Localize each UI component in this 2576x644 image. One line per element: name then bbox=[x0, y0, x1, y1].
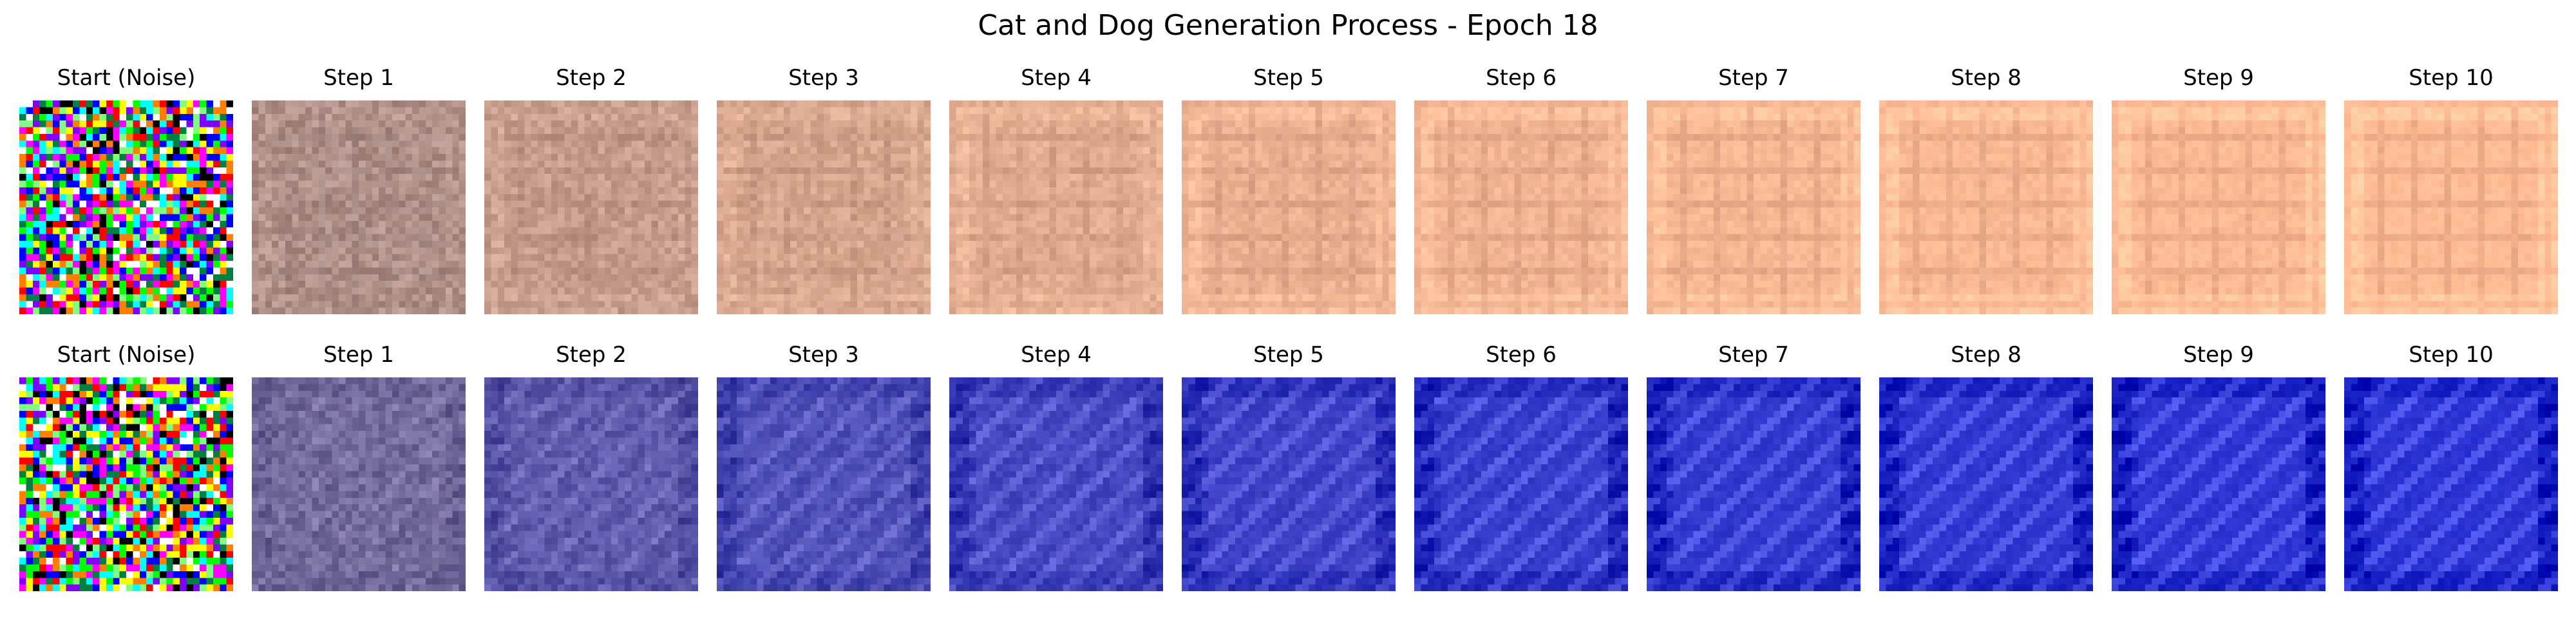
generated-image bbox=[2344, 100, 2558, 314]
generated-image bbox=[1879, 100, 2093, 314]
panel-dog-step-8: Step 8 bbox=[1879, 342, 2093, 591]
panel-cat-step-5: Step 5 bbox=[1182, 65, 1396, 314]
panel-dog-step-3: Step 3 bbox=[717, 342, 931, 591]
panel-cat-step-6: Step 6 bbox=[1414, 65, 1628, 314]
panel-label: Step 9 bbox=[2183, 65, 2254, 91]
panel-cat-step-10: Step 10 bbox=[2344, 65, 2558, 314]
panel-dog-step-9: Step 9 bbox=[2112, 342, 2325, 591]
generated-image bbox=[484, 100, 698, 314]
panel-label: Step 8 bbox=[1951, 65, 2022, 91]
panel-dog-step-1: Step 1 bbox=[252, 342, 466, 591]
panel-cat-step-4: Step 4 bbox=[949, 65, 1163, 314]
panel-cat-step-7: Step 7 bbox=[1647, 65, 1861, 314]
panel-label: Step 7 bbox=[1718, 65, 1789, 91]
panel-dog-step-6: Step 6 bbox=[1414, 342, 1628, 591]
panel-label: Step 4 bbox=[1021, 65, 1092, 91]
generated-image bbox=[717, 377, 931, 591]
panel-label: Start (Noise) bbox=[57, 342, 196, 368]
panel-dog-step-10: Step 10 bbox=[2344, 342, 2558, 591]
panel-dog-step-2: Step 2 bbox=[484, 342, 698, 591]
generated-image bbox=[1414, 377, 1628, 591]
generated-image bbox=[1647, 377, 1861, 591]
panel-label: Step 3 bbox=[788, 65, 859, 91]
panel-dog-step-4: Step 4 bbox=[949, 342, 1163, 591]
figure-title: Cat and Dog Generation Process - Epoch 1… bbox=[978, 9, 1598, 42]
panel-label: Step 3 bbox=[788, 342, 859, 368]
generated-image bbox=[2112, 100, 2325, 314]
panel-label: Step 5 bbox=[1253, 342, 1324, 368]
generated-image bbox=[1182, 377, 1396, 591]
panel-label: Step 5 bbox=[1253, 65, 1324, 91]
panel-cat-step-1: Step 1 bbox=[252, 65, 466, 314]
panel-label: Step 1 bbox=[323, 65, 394, 91]
panel-cat-step-8: Step 8 bbox=[1879, 65, 2093, 314]
generated-image bbox=[19, 377, 233, 591]
panel-cat-step-3: Step 3 bbox=[717, 65, 931, 314]
panel-label: Step 4 bbox=[1021, 342, 1092, 368]
generated-image bbox=[252, 100, 466, 314]
generated-image bbox=[484, 377, 698, 591]
panel-label: Step 8 bbox=[1951, 342, 2022, 368]
generated-image bbox=[1647, 100, 1861, 314]
panel-label: Step 2 bbox=[556, 65, 627, 91]
generated-image bbox=[252, 377, 466, 591]
panel-label: Step 9 bbox=[2183, 342, 2254, 368]
panel-dog-step-7: Step 7 bbox=[1647, 342, 1861, 591]
generated-image bbox=[2344, 377, 2558, 591]
panel-label: Step 10 bbox=[2409, 342, 2494, 368]
generated-image bbox=[717, 100, 931, 314]
panel-label: Start (Noise) bbox=[57, 65, 196, 91]
panel-cat-step-9: Step 9 bbox=[2112, 65, 2325, 314]
generated-image bbox=[949, 377, 1163, 591]
panel-label: Step 1 bbox=[323, 342, 394, 368]
generated-image bbox=[1182, 100, 1396, 314]
generated-image bbox=[2112, 377, 2325, 591]
generated-image bbox=[949, 100, 1163, 314]
panel-dog-step-0: Start (Noise) bbox=[19, 342, 233, 591]
panel-label: Step 6 bbox=[1486, 65, 1557, 91]
panel-label: Step 7 bbox=[1718, 342, 1789, 368]
generated-image bbox=[1414, 100, 1628, 314]
panel-cat-step-2: Step 2 bbox=[484, 65, 698, 314]
panel-label: Step 6 bbox=[1486, 342, 1557, 368]
panel-label: Step 10 bbox=[2409, 65, 2494, 91]
generated-image bbox=[1879, 377, 2093, 591]
generated-image bbox=[19, 100, 233, 314]
panel-label: Step 2 bbox=[556, 342, 627, 368]
panel-cat-step-0: Start (Noise) bbox=[19, 65, 233, 314]
panel-dog-step-5: Step 5 bbox=[1182, 342, 1396, 591]
